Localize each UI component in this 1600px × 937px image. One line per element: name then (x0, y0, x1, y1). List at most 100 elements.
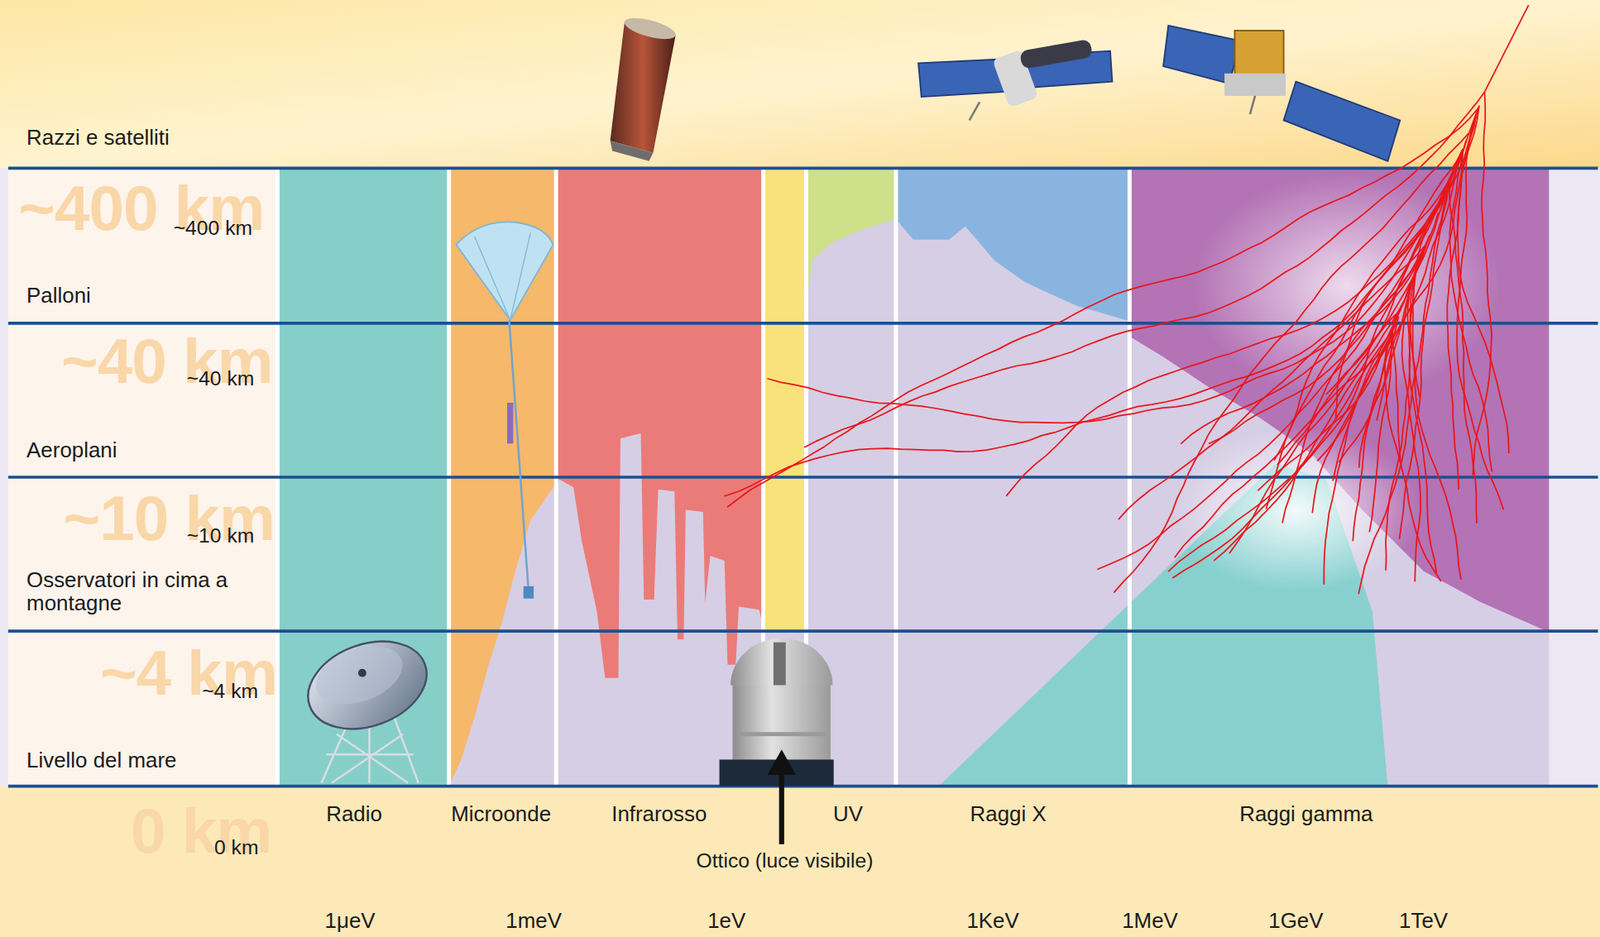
energy-label: 1KeV (966, 909, 1019, 933)
infrared-telescope (610, 22, 676, 154)
energy-label: 1GeV (1268, 909, 1323, 933)
observatory-dome (737, 732, 826, 737)
altitude-lines (8, 167, 1599, 786)
region-label: Livello del mare (26, 748, 177, 772)
atmosphere-absorption (449, 433, 764, 787)
spectrum-bands (763, 167, 807, 633)
shower-track (1168, 110, 1478, 572)
observatory-dome (730, 638, 833, 686)
radio-dish (336, 734, 408, 784)
band-name: Radio (325, 802, 383, 826)
gamma-satellite (1250, 95, 1256, 115)
balloon (523, 586, 534, 599)
atmosphere-absorption (1193, 173, 1500, 398)
energy-label: 1μeV (325, 909, 376, 933)
background (0, 0, 1600, 170)
optical-arrow (767, 749, 797, 776)
radio-dish (392, 713, 419, 784)
shower-track (1274, 158, 1459, 460)
infrared-telescope (610, 140, 654, 162)
balloon (508, 320, 528, 592)
altitude-label: ~4 km (201, 680, 259, 703)
particle-shower (1485, 4, 1529, 92)
balloon (455, 221, 553, 599)
band-name: Raggi X (970, 802, 1047, 826)
shower-track (1282, 234, 1430, 523)
observatory-dome (773, 642, 786, 686)
observatory-dome (719, 638, 834, 787)
shower-track (1358, 151, 1462, 595)
balloon (507, 402, 513, 444)
shower-track (1332, 164, 1457, 482)
balloon (474, 232, 532, 321)
gamma-satellite (1234, 30, 1284, 80)
background (0, 786, 1600, 937)
altitude-label: ~40 km (186, 367, 255, 390)
optical-arrow (767, 749, 797, 845)
radio-dish (296, 626, 440, 784)
gamma-satellite (1224, 73, 1286, 96)
altitude-lines (8, 167, 1599, 171)
shower-track (1449, 182, 1477, 524)
particle-shower (723, 4, 1529, 595)
shower-track (1180, 212, 1438, 444)
energy-label: 1meV (505, 909, 562, 933)
shower-track (1399, 186, 1449, 540)
xray-satellite (918, 38, 1112, 121)
altitude-lines (8, 321, 1599, 326)
infrared-telescope (622, 14, 678, 44)
shower-track (1456, 105, 1504, 511)
radio-dish (358, 669, 367, 678)
region-label: Osservatori in cima a montagne (26, 568, 246, 616)
gamma-satellite (1283, 81, 1401, 162)
band-name: UV (833, 802, 863, 826)
band-name: Raggi gamma (1239, 802, 1373, 826)
balloon (455, 221, 553, 321)
shower-track (1005, 184, 1449, 497)
band-name: Ottico (luce visibile) (696, 849, 874, 872)
atmosphere-absorption (1173, 428, 1418, 592)
shower-track (727, 107, 1479, 508)
shower-track (1113, 133, 1469, 594)
energy-label: 1eV (707, 909, 746, 933)
gamma-satellite (1163, 25, 1400, 162)
shower-track (1408, 250, 1438, 575)
shower-track (1172, 324, 1396, 579)
shower-track (1229, 309, 1402, 554)
radio-dish (331, 734, 403, 784)
altitude-label: ~10 km (186, 524, 255, 547)
altitude-label: 0 km (214, 836, 259, 859)
shower-track (1392, 332, 1400, 461)
band-name: Microonde (450, 802, 551, 826)
xray-satellite (918, 59, 1006, 98)
infrared-telescope (610, 14, 679, 162)
shower-track (1449, 149, 1492, 473)
shower-track (1265, 148, 1463, 509)
band-name: Infrarosso (611, 802, 707, 826)
region-label: Palloni (26, 283, 92, 307)
optical-arrow (779, 770, 785, 845)
shower-track (804, 91, 1485, 448)
energy-label: 1MeV (1121, 909, 1179, 933)
altitude-lines (8, 475, 1599, 480)
observatory-dome (732, 678, 831, 762)
shower-track (1323, 246, 1426, 585)
radio-dish (296, 626, 440, 745)
xray-satellite (1019, 38, 1093, 70)
xray-satellite (969, 101, 980, 120)
background (0, 167, 1600, 786)
energy-label: 1TeV (1398, 909, 1448, 933)
atmosphere-absorption (449, 173, 1550, 787)
shower-track (1097, 256, 1422, 571)
shower-track (1338, 278, 1414, 463)
region-label: Aeroplani (26, 438, 117, 462)
shower-track (1472, 91, 1492, 475)
shower-track (723, 156, 1460, 497)
shower-track (1213, 244, 1427, 561)
radio-dish (307, 634, 411, 715)
altitude-lines (8, 629, 1599, 633)
altitude-label: ~400 km (173, 216, 253, 240)
region-label: Razzi e satelliti (26, 125, 170, 149)
